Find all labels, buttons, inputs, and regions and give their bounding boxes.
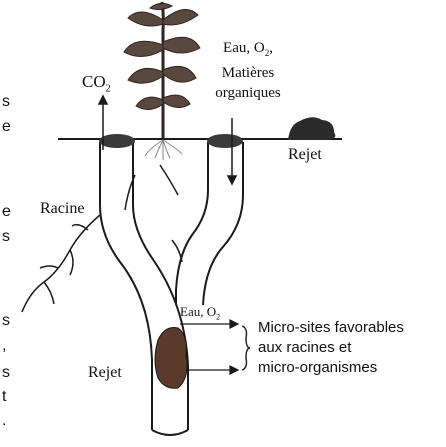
edge-letter: e xyxy=(2,118,11,136)
burrow-cast-label: Rejet xyxy=(88,364,122,382)
water-input-line2: Matières xyxy=(196,63,300,83)
edge-letter: t xyxy=(2,388,6,406)
surface-cast-label: Rejet xyxy=(288,146,322,164)
micro-sites-label: Micro-sites favorables aux racines et mi… xyxy=(258,318,404,378)
burrow-opening-right xyxy=(207,134,243,148)
edge-letter: s xyxy=(2,93,10,111)
secondary-burrow xyxy=(176,142,243,305)
co2-label: CO2 xyxy=(82,72,111,94)
plant xyxy=(124,2,200,160)
edge-letter: s xyxy=(2,312,10,330)
micro-sites-brace xyxy=(242,326,250,370)
water-input-line1: Eau, O2, xyxy=(196,38,300,63)
micro-sites-line3: micro-organismes xyxy=(258,358,404,378)
water-input-line3: organiques xyxy=(196,83,300,103)
edge-letter: , xyxy=(2,337,6,355)
surface-cast xyxy=(288,117,335,140)
water-input-label: Eau, O2, Matières organiques xyxy=(196,38,300,103)
edge-letter: e xyxy=(2,203,11,221)
micro-sites-line2: aux racines et xyxy=(258,338,404,358)
plant-fine-roots xyxy=(145,140,182,160)
edge-letter: s xyxy=(2,364,10,382)
burrow-cast xyxy=(155,328,187,389)
main-burrow xyxy=(100,142,188,435)
water-down-arrow xyxy=(228,118,236,184)
burrow-opening-left xyxy=(99,134,135,148)
micro-sites-line1: Micro-sites favorables xyxy=(258,318,404,338)
water-mid-label: Eau, O2 xyxy=(180,304,220,322)
root-system xyxy=(22,165,182,312)
edge-letter: s xyxy=(2,228,10,246)
root-label: Racine xyxy=(40,200,84,218)
edge-letter: . xyxy=(2,412,6,430)
